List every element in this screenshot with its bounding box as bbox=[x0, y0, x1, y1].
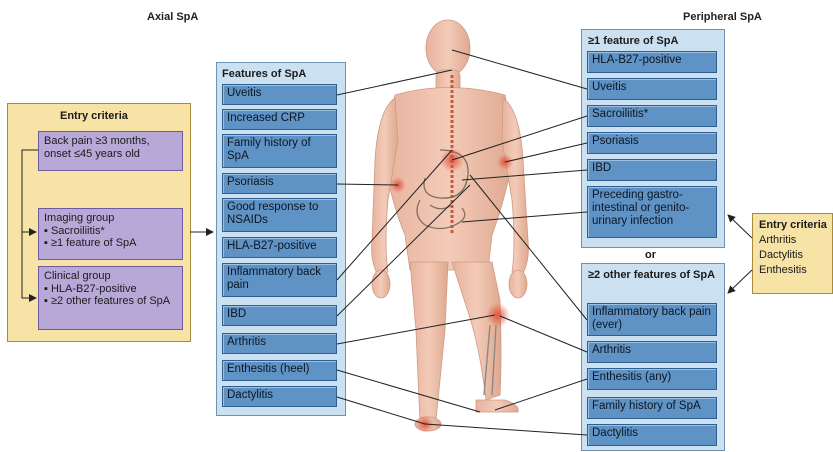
or-label: or bbox=[645, 249, 656, 261]
peripheral-entry-item: Dactylitis bbox=[759, 248, 826, 263]
feature-increased-crp: Increased CRP bbox=[222, 109, 337, 130]
ptop-sacroiliitis: Sacroiliitis* bbox=[587, 105, 717, 127]
clinical-group-title: Clinical group bbox=[44, 270, 177, 283]
peripheral-entry-panel: Entry criteria Arthritis Dactylitis Enth… bbox=[752, 213, 833, 294]
peripheral-top-title: ≥1 feature of SpA bbox=[588, 35, 678, 47]
ptop-ibd: IBD bbox=[587, 159, 717, 181]
peripheral-entry-item: Enthesitis bbox=[759, 263, 826, 278]
clinical-item: ▪ HLA-B27-positive bbox=[44, 283, 177, 296]
imaging-item: ▪ ≥1 feature of SpA bbox=[44, 237, 177, 250]
peripheral-entry-item: Arthritis bbox=[759, 233, 826, 248]
feature-ibd: IBD bbox=[222, 305, 337, 326]
feature-hla-b27: HLA-B27-positive bbox=[222, 237, 337, 258]
pbot-arthritis: Arthritis bbox=[587, 341, 717, 363]
pbot-enthesitis-any: Enthesitis (any) bbox=[587, 368, 717, 390]
clinical-item: ▪ ≥2 other features of SpA bbox=[44, 295, 177, 308]
feature-psoriasis: Psoriasis bbox=[222, 173, 337, 194]
features-title: Features of SpA bbox=[222, 68, 306, 80]
imaging-group-title: Imaging group bbox=[44, 212, 177, 225]
ptop-hla-b27: HLA-B27-positive bbox=[587, 51, 717, 73]
ptop-psoriasis: Psoriasis bbox=[587, 132, 717, 154]
back-pain-criterion: Back pain ≥3 months, onset ≤45 years old bbox=[38, 131, 183, 171]
feature-family-history: Family history of SpA bbox=[222, 134, 337, 168]
pbot-inflammatory-back-pain: Inflammatory back pain (ever) bbox=[587, 303, 717, 336]
imaging-item: ▪ Sacroiliitis* bbox=[44, 225, 177, 238]
pbot-family-history: Family history of SpA bbox=[587, 397, 717, 419]
ptop-preceding-infection: Preceding gastro-intestinal or genito-ur… bbox=[587, 186, 717, 238]
feature-dactylitis: Dactylitis bbox=[222, 386, 337, 407]
ptop-uveitis: Uveitis bbox=[587, 78, 717, 100]
pbot-dactylitis: Dactylitis bbox=[587, 424, 717, 446]
feature-arthritis: Arthritis bbox=[222, 333, 337, 354]
sacroiliac-inflammation-mark bbox=[440, 148, 464, 172]
imaging-group: Imaging group ▪ Sacroiliitis* ▪ ≥1 featu… bbox=[38, 208, 183, 260]
feature-enthesitis-heel: Enthesitis (heel) bbox=[222, 360, 337, 381]
feature-inflammatory-back-pain: Inflammatory back pain bbox=[222, 263, 337, 297]
clinical-group: Clinical group ▪ HLA-B27-positive ▪ ≥2 o… bbox=[38, 266, 183, 330]
back-pain-text: Back pain ≥3 months, onset ≤45 years old bbox=[44, 135, 150, 160]
peripheral-entry-title: Entry criteria bbox=[759, 218, 826, 233]
feature-nsaid-response: Good response to NSAIDs bbox=[222, 198, 337, 232]
axial-entry-title: Entry criteria bbox=[60, 110, 128, 122]
feature-uveitis: Uveitis bbox=[222, 84, 337, 105]
peripheral-bottom-title: ≥2 other features of SpA bbox=[588, 269, 716, 281]
